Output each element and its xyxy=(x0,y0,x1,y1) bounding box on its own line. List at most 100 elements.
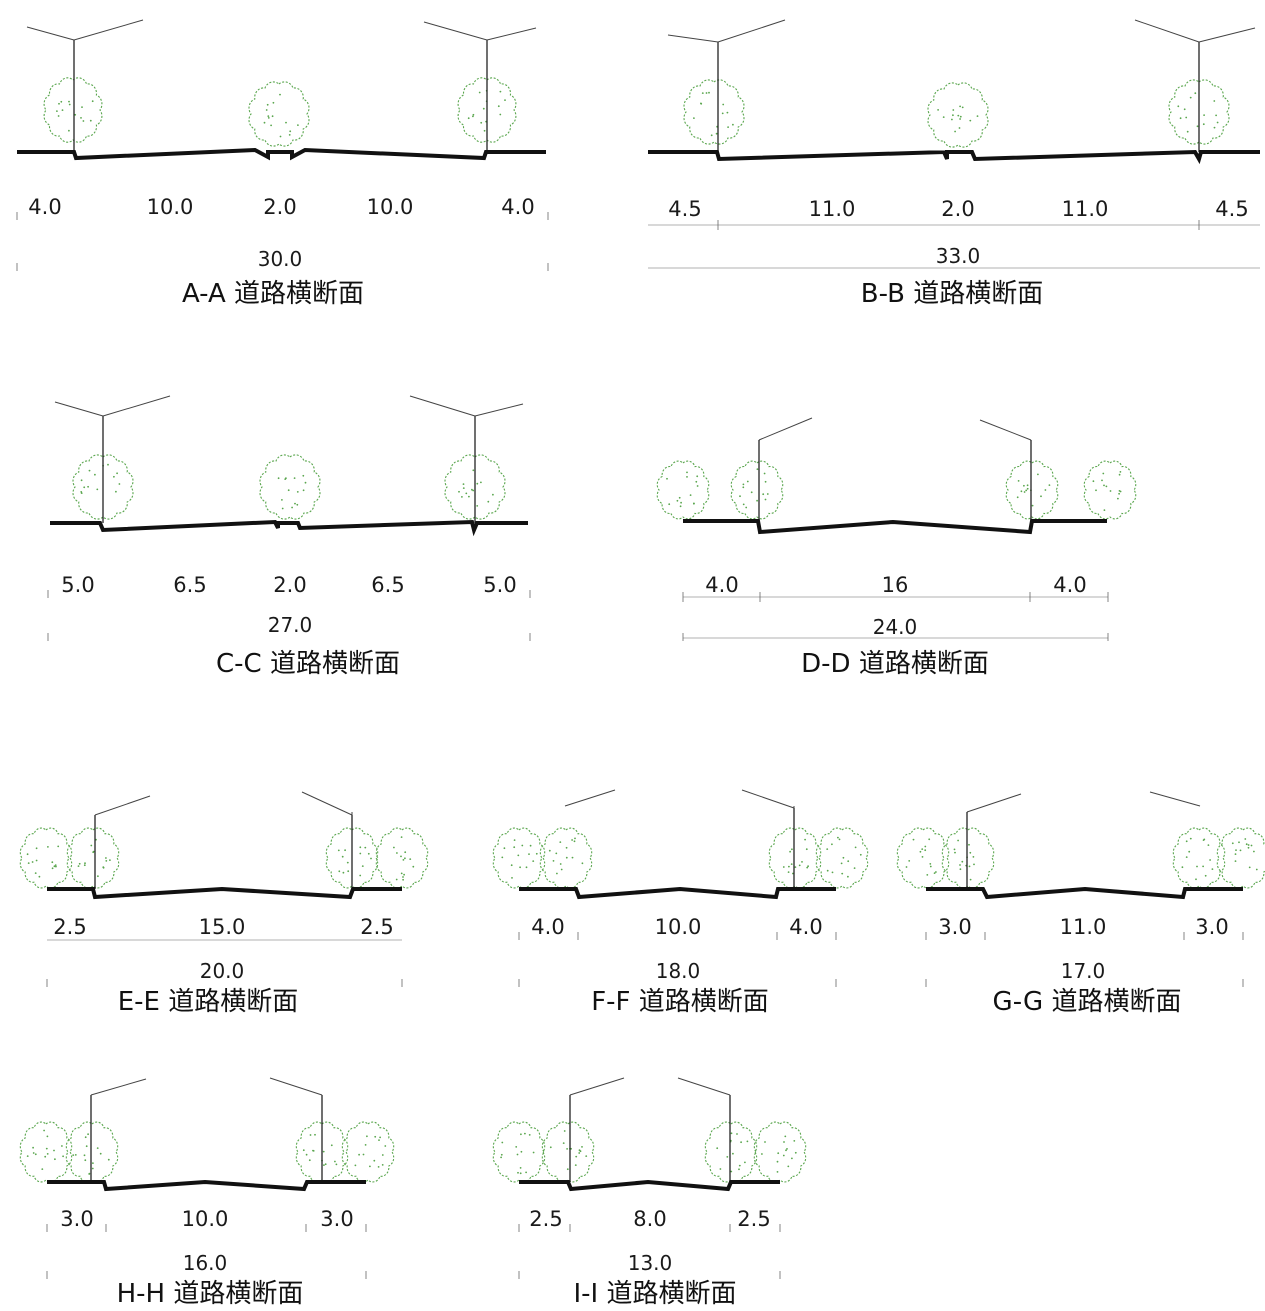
total-width-label: 30.0 xyxy=(258,247,303,271)
street-lamp-icon xyxy=(94,795,151,889)
tree-speckle xyxy=(686,476,688,478)
tree-speckle xyxy=(1253,850,1255,853)
tree-speckle xyxy=(285,477,287,480)
tree-speckle xyxy=(105,860,108,862)
tree-speckle xyxy=(789,850,791,853)
road-profile xyxy=(519,886,836,900)
tree-speckle xyxy=(708,91,710,94)
road-profile xyxy=(648,149,1260,165)
tree-speckle xyxy=(1185,856,1188,858)
tree-speckle xyxy=(791,848,793,851)
tree-icon xyxy=(896,827,950,889)
lamp-arm xyxy=(569,1077,625,1096)
tree-crown xyxy=(248,81,310,147)
road-profile xyxy=(47,1179,366,1192)
tree-speckle xyxy=(266,103,269,106)
tree-speckle xyxy=(1105,485,1108,488)
tree-speckle xyxy=(715,132,718,135)
tree-speckle xyxy=(362,1153,365,1156)
tree-speckle xyxy=(472,113,475,116)
section-title: F-F 道路横断面 xyxy=(591,987,769,1017)
tree-speckle xyxy=(517,1171,519,1174)
tree-speckle xyxy=(504,99,506,101)
tree-speckle xyxy=(573,840,576,843)
tree-speckle xyxy=(116,472,118,475)
tree-speckle xyxy=(51,861,54,864)
tree-speckle xyxy=(686,471,688,474)
lamp-arm xyxy=(564,789,616,807)
tree-speckle xyxy=(585,1155,588,1157)
tree-speckle xyxy=(719,1168,722,1170)
section-title: D-D 道路横断面 xyxy=(801,649,989,679)
tree-crown xyxy=(896,827,950,889)
street-lamp-icon xyxy=(26,19,144,152)
tree-speckle xyxy=(90,844,93,847)
tree-speckle xyxy=(954,130,956,133)
tree-speckle xyxy=(302,1149,305,1152)
lamp-arm xyxy=(966,793,1022,813)
tree-speckle xyxy=(1247,846,1250,849)
tree-speckle xyxy=(831,843,833,846)
total-width-label: 33.0 xyxy=(936,244,981,268)
tree-speckle xyxy=(1203,114,1205,116)
tree-speckle xyxy=(82,120,85,122)
tree-speckle xyxy=(1117,497,1119,500)
tree-speckle xyxy=(359,846,362,849)
total-width-label: 18.0 xyxy=(656,959,701,983)
tree-speckle xyxy=(776,1171,779,1173)
tree-speckle xyxy=(1118,490,1121,492)
tree-speckle xyxy=(560,868,563,871)
tree-speckle xyxy=(921,848,924,850)
tree-speckle xyxy=(43,1129,45,1132)
tree-speckle xyxy=(1118,473,1121,476)
tree-speckle xyxy=(94,473,96,476)
tree-speckle xyxy=(34,1153,37,1156)
tree-speckle xyxy=(359,852,362,855)
tree-speckle xyxy=(785,1149,787,1152)
segment-width-label: 11.0 xyxy=(1060,915,1107,939)
lamp-arm xyxy=(1149,791,1201,807)
tree-speckle xyxy=(973,863,975,866)
tree-speckle xyxy=(732,1152,734,1155)
tree-speckle xyxy=(88,469,91,472)
tree-crown xyxy=(539,827,593,889)
tree-speckle xyxy=(929,865,932,868)
tree-icon xyxy=(341,1121,395,1183)
tree-speckle xyxy=(287,489,290,492)
tree-speckle xyxy=(807,865,809,868)
tree-speckle xyxy=(402,859,405,861)
tree-speckle xyxy=(937,109,939,111)
tree-speckle xyxy=(35,847,38,850)
lamp-arm xyxy=(269,1077,323,1096)
tree-speckle xyxy=(678,496,681,499)
lamp-arm xyxy=(758,417,813,441)
tree-speckle xyxy=(62,1155,64,1158)
tree-crown xyxy=(704,1121,758,1183)
tree-speckle xyxy=(96,488,99,491)
tree-speckle xyxy=(968,865,971,868)
tree-speckle xyxy=(359,874,362,877)
tree-speckle xyxy=(763,472,766,475)
tree-speckle xyxy=(1189,96,1192,99)
lamp-arm xyxy=(301,791,353,816)
tree-speckle xyxy=(503,847,506,850)
tree-speckle xyxy=(1026,484,1029,487)
tree-speckle xyxy=(1234,860,1237,862)
tree-speckle xyxy=(786,1148,788,1150)
tree-speckle xyxy=(513,846,516,849)
tree-icon xyxy=(730,460,784,520)
tree-speckle xyxy=(1026,487,1029,490)
tree-crown xyxy=(492,1121,546,1183)
tree-speckle xyxy=(776,1160,779,1163)
tree-speckle xyxy=(46,1135,49,1138)
street-lamp-icon xyxy=(677,1077,731,1182)
tree-crown xyxy=(295,1121,349,1183)
tree-icon xyxy=(1216,827,1265,889)
tree-speckle xyxy=(107,1158,110,1161)
tree-speckle xyxy=(726,1156,729,1158)
tree-speckle xyxy=(519,866,521,869)
tree-speckle xyxy=(267,115,270,117)
tree-speckle xyxy=(710,134,713,137)
lamp-arm xyxy=(94,795,151,816)
